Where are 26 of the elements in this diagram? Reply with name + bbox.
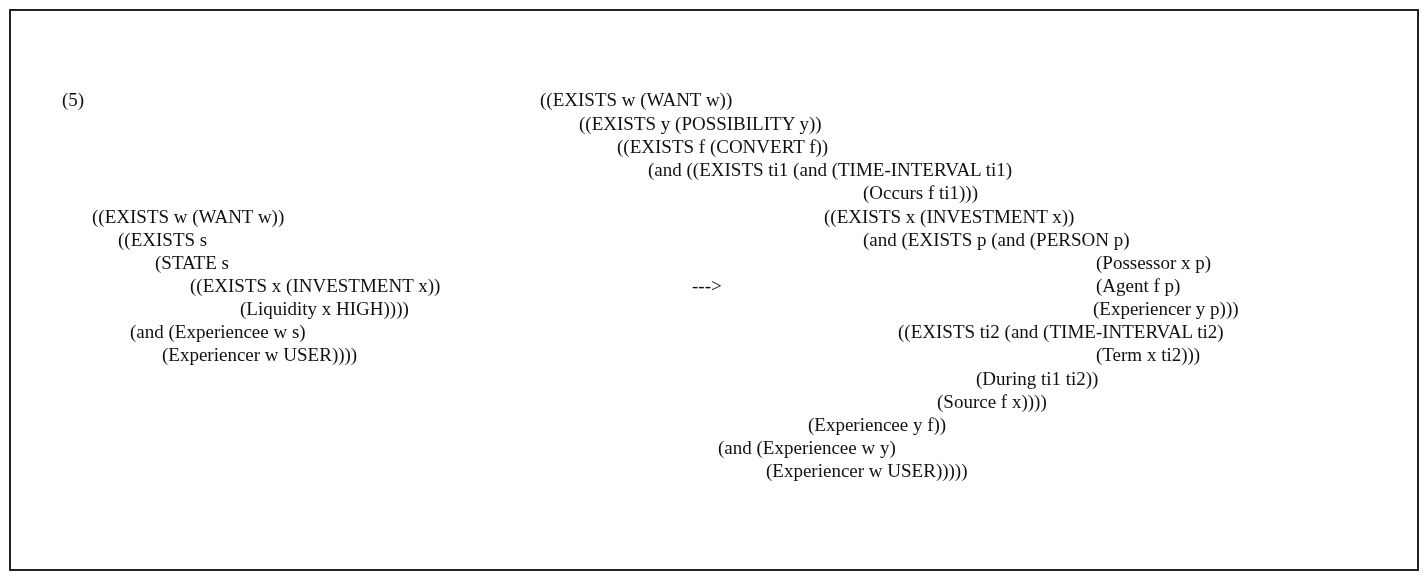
logic-expression-line: ((EXISTS w (WANT w)) xyxy=(92,206,285,228)
logic-expression-line: (Experiencee y f)) xyxy=(808,414,947,436)
logic-expression-line: ((EXISTS ti2 (and (TIME-INTERVAL ti2) xyxy=(898,321,1224,343)
logic-expression-line: (STATE s xyxy=(155,252,229,274)
logic-expression-line: (Experiencer w USER)))) xyxy=(162,344,358,366)
logic-expression-line: (Source f x)))) xyxy=(937,391,1047,413)
logic-expression-line: ((EXISTS x (INVESTMENT x)) xyxy=(824,206,1075,228)
logic-expression-line: (Experiencer w USER))))) xyxy=(766,460,968,482)
logic-expression-line: (and (Experiencee w y) xyxy=(718,437,896,459)
logic-expression-line: (Experiencer y p))) xyxy=(1093,298,1239,320)
logic-expression-line: (and ((EXISTS ti1 (and (TIME-INTERVAL ti1) xyxy=(648,159,1013,181)
logic-expression-line: (and (Experiencee w s) xyxy=(130,321,306,343)
logic-expression-line: (During ti1 ti2)) xyxy=(976,368,1099,390)
logic-expression-line: (Agent f p) xyxy=(1096,275,1181,297)
logic-expression-line: (Term x ti2))) xyxy=(1096,344,1201,366)
logic-expression-line: ((EXISTS x (INVESTMENT x)) xyxy=(190,275,441,297)
logic-expression-line: (Liquidity x HIGH)))) xyxy=(240,298,409,320)
logic-expression-line: ((EXISTS s xyxy=(118,229,208,251)
logic-expression-line: ((EXISTS y (POSSIBILITY y)) xyxy=(579,113,822,135)
rewrite-arrow: ---> xyxy=(692,275,722,297)
example-number: (5) xyxy=(62,89,85,111)
logic-expression-line: (and (EXISTS p (and (PERSON p) xyxy=(863,229,1130,251)
logic-expression-line: (Possessor x p) xyxy=(1096,252,1212,274)
logic-expression-line: ((EXISTS w (WANT w)) xyxy=(540,89,733,111)
logic-expression-line: (Occurs f ti1))) xyxy=(863,182,978,204)
logic-expression-line: ((EXISTS f (CONVERT f)) xyxy=(617,136,829,158)
